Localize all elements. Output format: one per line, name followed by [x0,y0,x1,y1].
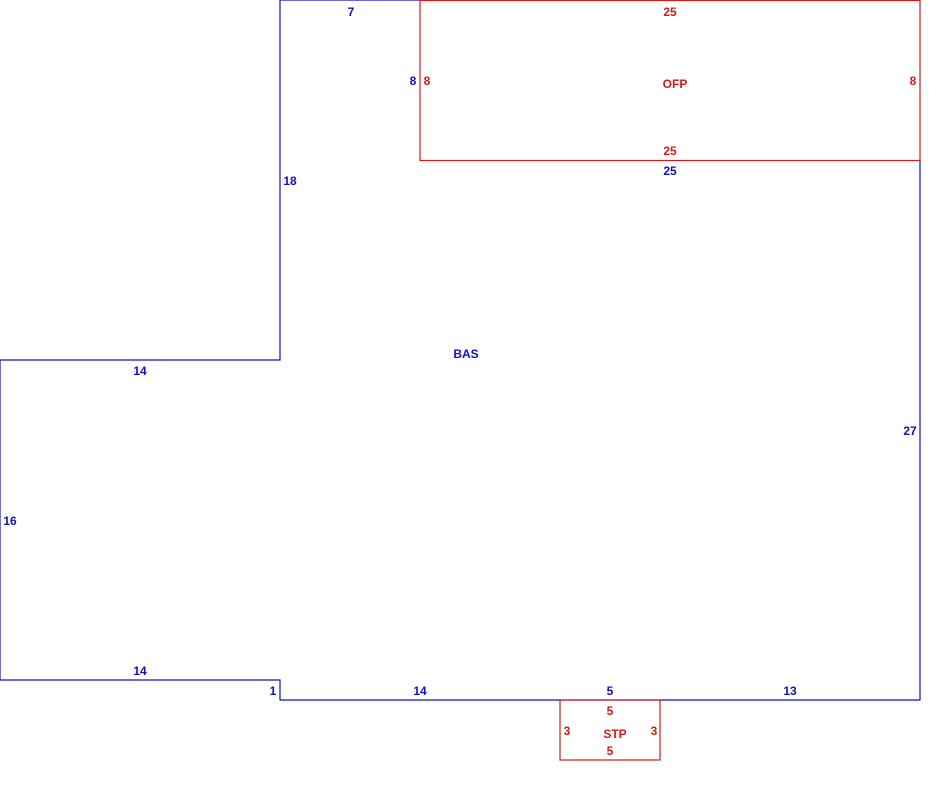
bas-dim-step: 1 [270,684,277,698]
bas-dim-ledge-upper: 14 [133,364,147,378]
bas-dim-right: 27 [903,424,917,438]
stp-dim-right: 3 [651,724,658,738]
bas-area-code: BAS [453,347,478,361]
bas-dim-bottom-left: 14 [413,684,427,698]
bas-outline [0,0,921,701]
ofp-dim-right: 8 [910,74,917,88]
ofp-area-code: OFP [663,77,688,91]
bas-dim-ledge-lower: 14 [133,664,147,678]
bas-dim-ofp-side: 8 [410,74,417,88]
ofp-outline [419,0,921,162]
ofp-dim-bottom: 25 [663,144,677,158]
stp-area-code: STP [603,727,626,741]
ofp-dim-top: 25 [663,5,677,19]
bas-dim-bottom-right: 13 [783,684,797,698]
bas-dim-left-lower: 16 [3,514,17,528]
bas-dim-bottom-mid: 5 [607,684,614,698]
stp-dim-bottom: 5 [607,744,614,758]
ofp-dim-left: 8 [424,74,431,88]
bas-dim-top: 7 [348,5,355,19]
stp-dim-left: 3 [564,724,571,738]
stp-outline [559,699,661,761]
bas-dim-left-upper: 18 [283,174,297,188]
bas-dim-ofp-bottom: 25 [663,164,677,178]
stp-dim-top: 5 [607,704,614,718]
